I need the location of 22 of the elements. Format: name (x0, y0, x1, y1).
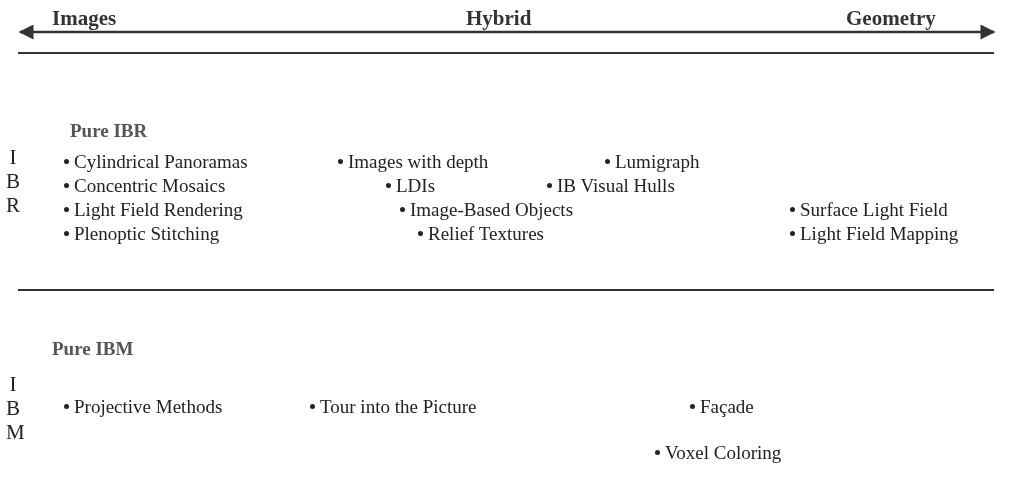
list-item: LDIs (396, 175, 436, 197)
side-label: IBR (6, 145, 20, 217)
section-heading: Pure IBM (52, 338, 134, 360)
list-item: Light Field Rendering (74, 199, 243, 221)
list-item: Façade (700, 396, 754, 418)
list-item: Lumigraph (615, 151, 700, 173)
list-item: Light Field Mapping (800, 223, 959, 245)
list-item: Plenoptic Stitching (74, 223, 220, 245)
list-item: Images with depth (348, 151, 489, 173)
list-item: Cylindrical Panoramas (74, 151, 248, 173)
list-item: Projective Methods (74, 396, 223, 418)
scale-label: Images (52, 6, 117, 31)
list-item: Surface Light Field (800, 199, 948, 221)
list-item: Image-Based Objects (410, 199, 574, 221)
list-item: IB Visual Hulls (557, 175, 675, 197)
section-heading: Pure IBR (70, 120, 148, 142)
list-item: Concentric Mosaics (74, 175, 226, 197)
list-item: Relief Textures (428, 223, 544, 245)
list-item: Voxel Coloring (665, 442, 782, 464)
scale-label: Geometry (846, 6, 936, 31)
list-item: Tour into the Picture (320, 396, 477, 418)
scale-label: Hybrid (466, 6, 532, 31)
